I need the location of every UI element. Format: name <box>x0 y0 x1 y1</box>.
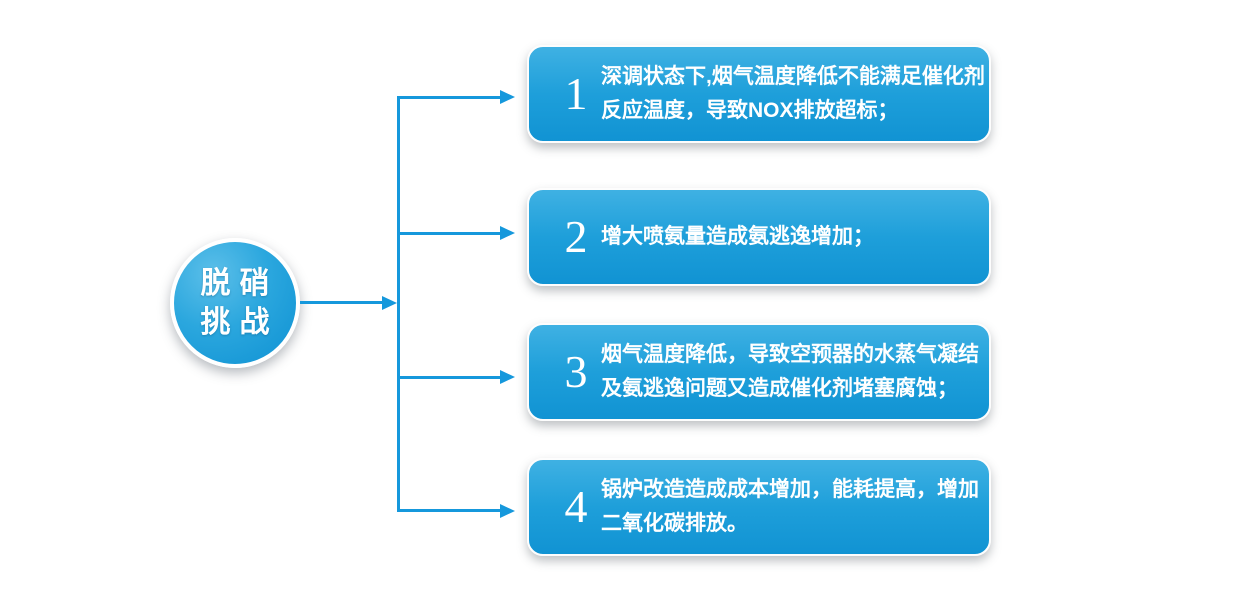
card-1-text-line1: 深调状态下,烟气温度降低不能满足催化剂 <box>601 65 985 88</box>
arrowhead-to-trunk-icon <box>382 295 397 310</box>
card-1-number: 1 <box>564 68 588 119</box>
card-2-text: 增大喷氨量造成氨逃逸增加； <box>601 220 874 254</box>
card-3-text-line1: 烟气温度降低，导致空预器的水蒸气凝结 <box>601 343 979 366</box>
challenge-card-2: 2 增大喷氨量造成氨逃逸增加； <box>527 188 991 286</box>
center-node-label-line1: 脱硝 <box>200 267 279 300</box>
challenge-card-3: 3 烟气温度降低，导致空预器的水蒸气凝结 及氨逃逸问题又造成催化剂堵塞腐蚀； <box>527 323 991 421</box>
card-3-text: 烟气温度降低，导致空预器的水蒸气凝结 及氨逃逸问题又造成催化剂堵塞腐蚀； <box>601 338 979 406</box>
card-2-number: 2 <box>564 211 588 262</box>
arrowhead-item-2-icon <box>500 226 515 240</box>
connector-from-circle <box>300 301 384 304</box>
connector-branch-1 <box>397 95 500 99</box>
connector-branch-2 <box>397 231 500 235</box>
card-4-text: 锅炉改造造成成本增加，能耗提高，增加 二氧化碳排放。 <box>601 473 979 541</box>
connector-branch-3 <box>397 375 500 379</box>
card-1-text: 深调状态下,烟气温度降低不能满足催化剂 反应温度，导致NOX排放超标； <box>601 60 985 128</box>
card-4-text-line2: 二氧化碳排放。 <box>601 512 748 535</box>
arrowhead-item-3-icon <box>500 370 515 384</box>
center-node-challenge-circle: 脱硝 挑战 <box>170 238 300 368</box>
connector-branch-4 <box>397 509 500 512</box>
card-3-number: 3 <box>564 346 588 397</box>
card-4-number: 4 <box>564 481 588 532</box>
card-1-text-line2: 反应温度，导致NOX排放超标； <box>601 99 899 122</box>
card-3-text-line2: 及氨逃逸问题又造成催化剂堵塞腐蚀； <box>601 377 958 400</box>
challenge-card-1: 1 深调状态下,烟气温度降低不能满足催化剂 反应温度，导致NOX排放超标； <box>527 45 991 143</box>
challenge-card-4: 4 锅炉改造造成成本增加，能耗提高，增加 二氧化碳排放。 <box>527 458 991 556</box>
card-4-text-line1: 锅炉改造造成成本增加，能耗提高，增加 <box>601 478 979 501</box>
arrowhead-item-4-icon <box>500 503 515 518</box>
center-node-label-line2: 挑战 <box>200 306 279 339</box>
connector-trunk <box>397 96 400 512</box>
arrowhead-item-1-icon <box>500 90 515 104</box>
card-2-text-line1: 增大喷氨量造成氨逃逸增加； <box>601 225 874 248</box>
